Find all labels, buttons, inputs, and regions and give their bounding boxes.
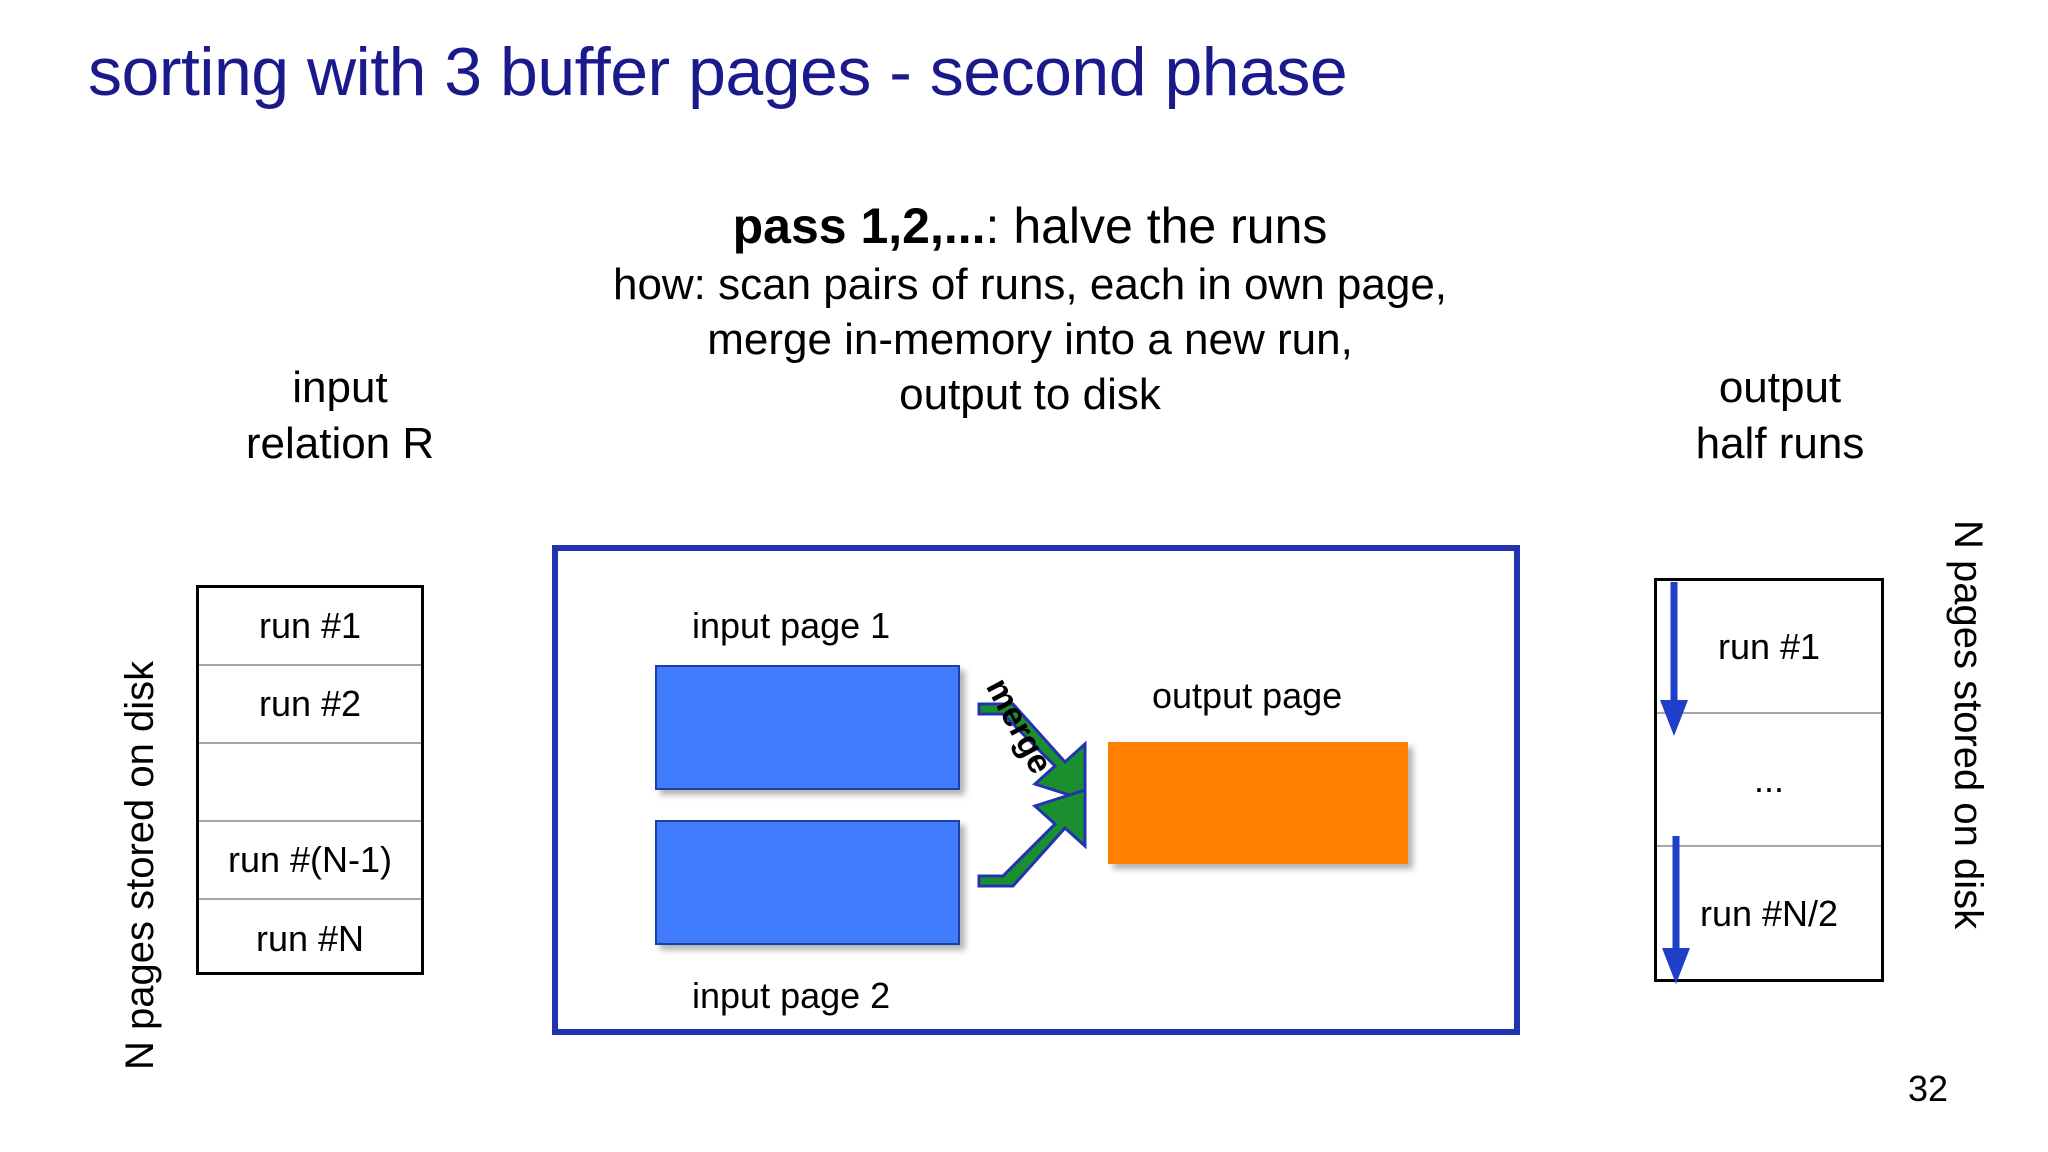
caption-block: pass 1,2,...: halve the runs how: scan p… <box>490 196 1570 422</box>
page-number: 32 <box>1908 1068 1949 1109</box>
caption-line-2: merge in-memory into a new run, <box>707 315 1353 364</box>
caption-headline: pass 1,2,...: halve the runs <box>490 196 1570 257</box>
right-vertical-label: N pages stored on disk <box>1946 520 1990 930</box>
run-label: run #(N-1) <box>227 839 393 880</box>
input-header-line-1: input <box>292 363 388 412</box>
table-row: run #1 <box>199 588 421 666</box>
caption-headline-rest: : halve the runs <box>985 198 1328 254</box>
input-page-1-block <box>655 665 960 790</box>
table-row <box>199 744 421 822</box>
run-label: run #N/2 <box>1699 892 1839 934</box>
table-row: run #(N-1) <box>199 822 421 900</box>
input-column-header: input relation R <box>140 360 540 472</box>
table-row: run #2 <box>199 666 421 744</box>
output-header-line-1: output <box>1718 363 1842 412</box>
left-vertical-label: N pages stored on disk <box>118 660 162 1070</box>
table-row: ... <box>1657 714 1881 847</box>
output-page-block <box>1108 742 1408 864</box>
input-runs-table: run #1 run #2 run #(N-1) run #N <box>196 585 424 975</box>
run-label: run #1 <box>1717 625 1821 667</box>
run-label: run #1 <box>258 605 362 646</box>
output-runs-table: run #1 ... run #N/2 <box>1654 578 1884 982</box>
table-row: run #N <box>199 900 421 978</box>
caption-line-1: how: scan pairs of runs, each in own pag… <box>612 260 1448 309</box>
output-page-label: output page <box>1152 675 1343 716</box>
input-page-2-block <box>655 820 960 945</box>
input-header-line-2: relation R <box>245 418 435 468</box>
input-page-2-label: input page 2 <box>692 975 891 1016</box>
output-header-line-2: half runs <box>1695 418 1865 468</box>
caption-headline-bold: pass 1,2,... <box>732 198 986 254</box>
run-label: run #N <box>255 918 365 959</box>
output-column-header: output half runs <box>1600 360 1960 472</box>
table-row: run #N/2 <box>1657 847 1881 980</box>
input-page-1-label: input page 1 <box>692 605 891 646</box>
page-title: sorting with 3 buffer pages - second pha… <box>88 34 1348 110</box>
table-row: run #1 <box>1657 581 1881 714</box>
run-label: ... <box>1753 758 1784 800</box>
caption-line-3: output to disk <box>899 370 1161 419</box>
run-label: run #2 <box>258 683 362 724</box>
